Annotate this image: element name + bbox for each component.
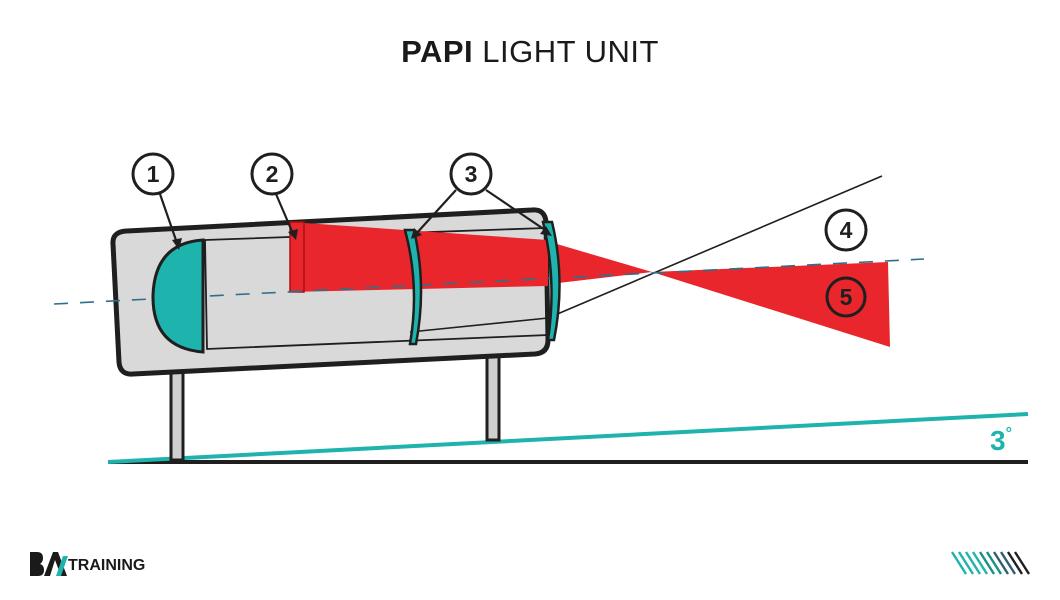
callout-3: 3 — [449, 152, 493, 196]
angle-unit: ° — [1006, 425, 1012, 442]
decorative-stripes-icon — [950, 551, 1031, 575]
lens-rear — [541, 220, 561, 342]
pointer-3a — [414, 189, 457, 236]
glide-slope-line — [107, 412, 1029, 464]
pointer-2 — [274, 193, 296, 237]
callout-2: 2 — [250, 152, 294, 196]
page-title: PAPI LIGHT UNIT — [0, 34, 1060, 70]
front-leg — [169, 364, 185, 462]
white-sector-upper-line — [547, 175, 883, 319]
pointer-3b — [485, 189, 549, 233]
pointer-1-arrowhead — [172, 238, 182, 250]
callout-3-label: 3 — [465, 161, 478, 187]
callout-2-label: 2 — [266, 161, 279, 187]
callout-5-label: 5 — [840, 284, 853, 310]
pointer-3b-arrowhead — [540, 226, 552, 236]
angle-value: 3 — [990, 425, 1006, 456]
pointer-3a-arrowhead — [411, 228, 422, 239]
rear-leg — [485, 346, 501, 442]
title-light: LIGHT UNIT — [482, 34, 659, 69]
pointer-1 — [158, 193, 180, 247]
callout-4: 4 — [824, 208, 868, 252]
brand-name: TRAINING — [68, 557, 145, 574]
callout-1-label: 1 — [147, 161, 160, 187]
title-bold: PAPI — [401, 34, 474, 69]
brand-logo: TRAINING — [30, 552, 145, 576]
callout-5: 5 — [825, 276, 867, 318]
lens-front — [403, 228, 423, 346]
logo-mark-icon — [30, 552, 68, 576]
callout-4-label: 4 — [840, 217, 853, 243]
pointer-2-arrowhead — [288, 229, 298, 240]
callout-1: 1 — [131, 152, 175, 196]
red-sector — [652, 262, 890, 347]
white-lower-line — [409, 317, 549, 333]
angle-label: 3° — [990, 425, 1012, 456]
red-beam-converging — [550, 242, 652, 284]
